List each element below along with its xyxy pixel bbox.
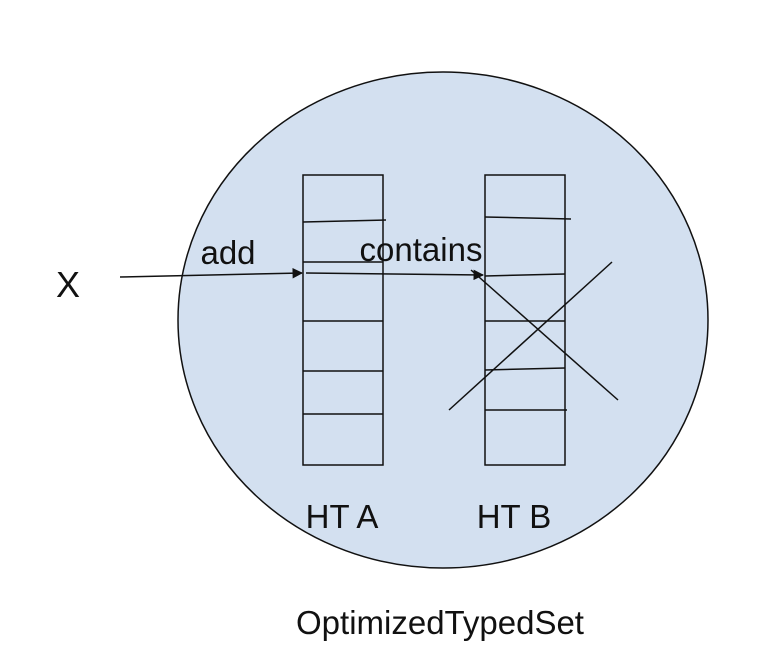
hash-table-b-outline — [484, 174, 566, 466]
input-label: X — [56, 264, 80, 305]
hash-table-a-outline — [302, 174, 384, 466]
contains-label: contains — [360, 231, 483, 268]
hash-table-b-cross-out — [448, 261, 619, 411]
container-label: OptimizedTypedSet — [296, 604, 584, 641]
hash-table-b-label: HT B — [477, 498, 552, 535]
hash-table-b-slot-divider — [484, 216, 572, 220]
cross-out-stroke — [448, 261, 613, 411]
hash-table-b — [484, 174, 572, 466]
hash-table-b-slot-divider — [484, 273, 566, 277]
add-label: add — [200, 234, 255, 271]
contains-arrow — [305, 269, 485, 281]
add-arrow — [119, 267, 304, 279]
hash-table-a-slot-divider — [302, 219, 387, 223]
optimized-typed-set-container — [177, 71, 709, 569]
hash-table-a-label: HT A — [306, 498, 379, 535]
hash-table-b-slot-divider — [484, 367, 566, 371]
hash-table-a — [302, 174, 387, 466]
cross-out-stroke — [470, 269, 619, 401]
